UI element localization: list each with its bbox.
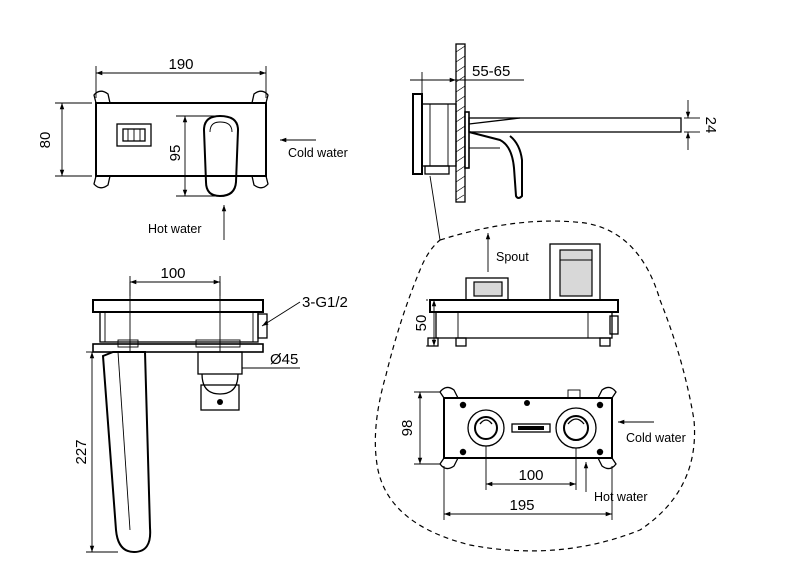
dim-label-190: 190: [168, 56, 193, 73]
hot-diverter: [116, 123, 152, 147]
box-back-flange: [412, 93, 423, 175]
lever-handle: [202, 114, 240, 198]
cold-water-label-box: Cold water: [626, 431, 686, 445]
thread-callout: 3-G1/2: [261, 294, 348, 327]
wall-hatch: [455, 45, 466, 201]
spout-indicator: Spout: [485, 233, 529, 272]
box-plan: 98 100 195 Cold water Hot water: [399, 386, 686, 520]
dim-100-bottom: 100: [129, 265, 221, 296]
front-mounting-tabs: [93, 90, 269, 189]
dim-label-55-65: 55-65: [472, 63, 510, 80]
valve-left: [467, 409, 505, 447]
dim-label-24: 24: [702, 117, 719, 134]
dim-100-box: 100: [485, 446, 577, 490]
spout-side: [468, 117, 682, 133]
bottom-flange: [92, 299, 264, 313]
dim-label-100-box: 100: [518, 467, 543, 484]
spout-label: Spout: [496, 250, 529, 264]
diameter-label: Ø45: [270, 351, 298, 368]
bottom-body: [99, 311, 259, 343]
dim-label-80: 80: [37, 132, 54, 149]
dim-50: 50: [413, 299, 437, 347]
detail-callout-border: [374, 220, 696, 552]
dim-label-100-bottom: 100: [160, 265, 185, 282]
center-channel: [511, 423, 551, 433]
front-plate: [95, 102, 267, 177]
box-plan-outline: [443, 397, 613, 459]
front-view: 190 80 95 Cold water Hot water: [37, 56, 348, 240]
dim-98: 98: [399, 391, 440, 465]
bottom-view: 100 3-G1/2 Ø45 227: [73, 265, 348, 554]
cover-plate-edge: [92, 343, 264, 353]
box-elevation: Spout 50: [413, 233, 619, 347]
dim-227: 227: [73, 351, 118, 553]
hot-water-indicator-box: Hot water: [583, 462, 648, 504]
dim-195: 195: [443, 466, 613, 520]
valve-right: [555, 407, 597, 449]
dim-label-98: 98: [399, 420, 416, 437]
diameter-callout: Ø45: [242, 351, 300, 369]
box-body-side: [421, 103, 457, 167]
cartridge-body: [549, 243, 601, 301]
lever-side: [468, 131, 523, 199]
cold-water-indicator: Cold water: [280, 137, 348, 160]
dim-80: 80: [37, 102, 92, 177]
dim-95: 95: [167, 115, 220, 197]
dim-label-227: 227: [73, 439, 90, 464]
dim-label-195: 195: [509, 497, 534, 514]
dim-label-95: 95: [167, 145, 184, 162]
box-top-flange: [429, 299, 619, 313]
spout-stub: [465, 277, 509, 301]
wall-section: [455, 43, 466, 203]
lever-body-bottom: [197, 351, 243, 375]
dim-24: 24: [684, 100, 719, 150]
box-plan-mounting-ears: [439, 386, 617, 470]
lever-tip-bottom: [200, 384, 240, 411]
thread-label: 3-G1/2: [302, 294, 348, 311]
side-view: 55-65 24: [410, 43, 719, 241]
dim-label-50: 50: [413, 315, 430, 332]
hot-water-indicator: Hot water: [148, 205, 227, 240]
cold-water-indicator-box: Cold water: [618, 419, 686, 445]
hot-water-label-box: Hot water: [594, 490, 648, 504]
spout-bottom-view: [101, 351, 152, 554]
hot-water-label-top: Hot water: [148, 222, 202, 236]
cold-water-label-top: Cold water: [288, 146, 348, 160]
dim-55-65: 55-65: [410, 63, 524, 98]
dim-190: 190: [95, 56, 267, 98]
